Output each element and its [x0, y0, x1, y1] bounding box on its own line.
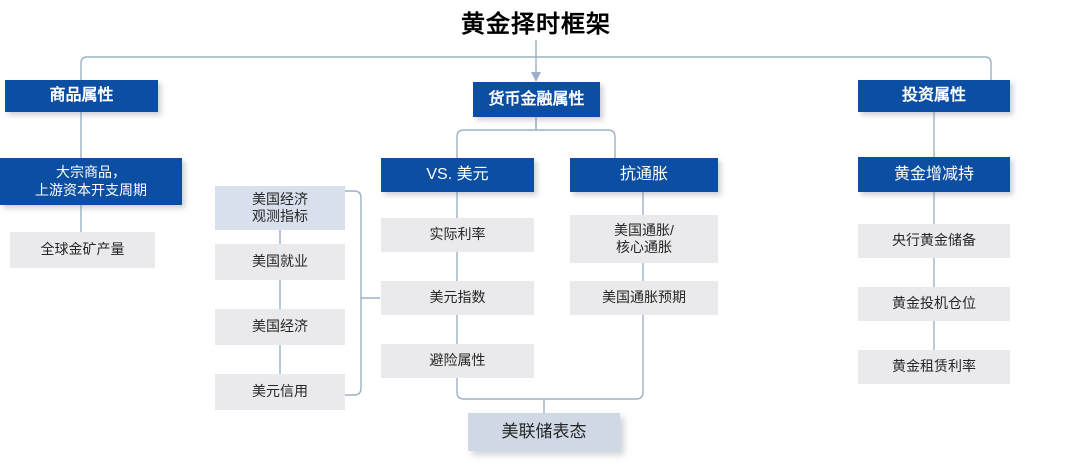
node-commodity-header[interactable]: 商品属性	[5, 80, 158, 112]
node-investment-item-2[interactable]: 黄金租赁利率	[858, 350, 1010, 384]
node-vs-dollar-header[interactable]: VS. 美元	[381, 158, 534, 192]
node-vs-dollar-item-0[interactable]: 实际利率	[381, 218, 534, 252]
node-investment-item-0[interactable]: 央行黄金储备	[858, 224, 1010, 258]
node-commodity-sub[interactable]: 大宗商品， 上游资本开支周期	[0, 158, 182, 205]
node-investment-header[interactable]: 投资属性	[858, 80, 1010, 112]
node-anti-inflation-item-1[interactable]: 美国通胀预期	[570, 281, 718, 315]
node-vs-dollar-item-2[interactable]: 避险属性	[381, 344, 534, 378]
node-anti-inflation-header[interactable]: 抗通胀	[570, 158, 718, 192]
node-investment-item-1[interactable]: 黄金投机仓位	[858, 287, 1010, 321]
node-anti-inflation-item-0[interactable]: 美国通胀/ 核心通胀	[570, 215, 718, 263]
node-us-indicators-item-1[interactable]: 美国经济	[215, 309, 345, 345]
node-us-indicators-item-0[interactable]: 美国就业	[215, 244, 345, 280]
node-monetary-header[interactable]: 货币金融属性	[473, 82, 600, 117]
node-investment-sub[interactable]: 黄金增减持	[858, 157, 1010, 192]
node-us-indicators-item-2[interactable]: 美元信用	[215, 374, 345, 410]
node-vs-dollar-item-1[interactable]: 美元指数	[381, 281, 534, 315]
page-title: 黄金择时框架	[461, 11, 611, 38]
node-commodity-item-0[interactable]: 全球金矿产量	[10, 232, 155, 268]
node-us-indicators-header[interactable]: 美国经济 观测指标	[215, 186, 345, 230]
node-fed-statement[interactable]: 美联储表态	[468, 413, 620, 451]
